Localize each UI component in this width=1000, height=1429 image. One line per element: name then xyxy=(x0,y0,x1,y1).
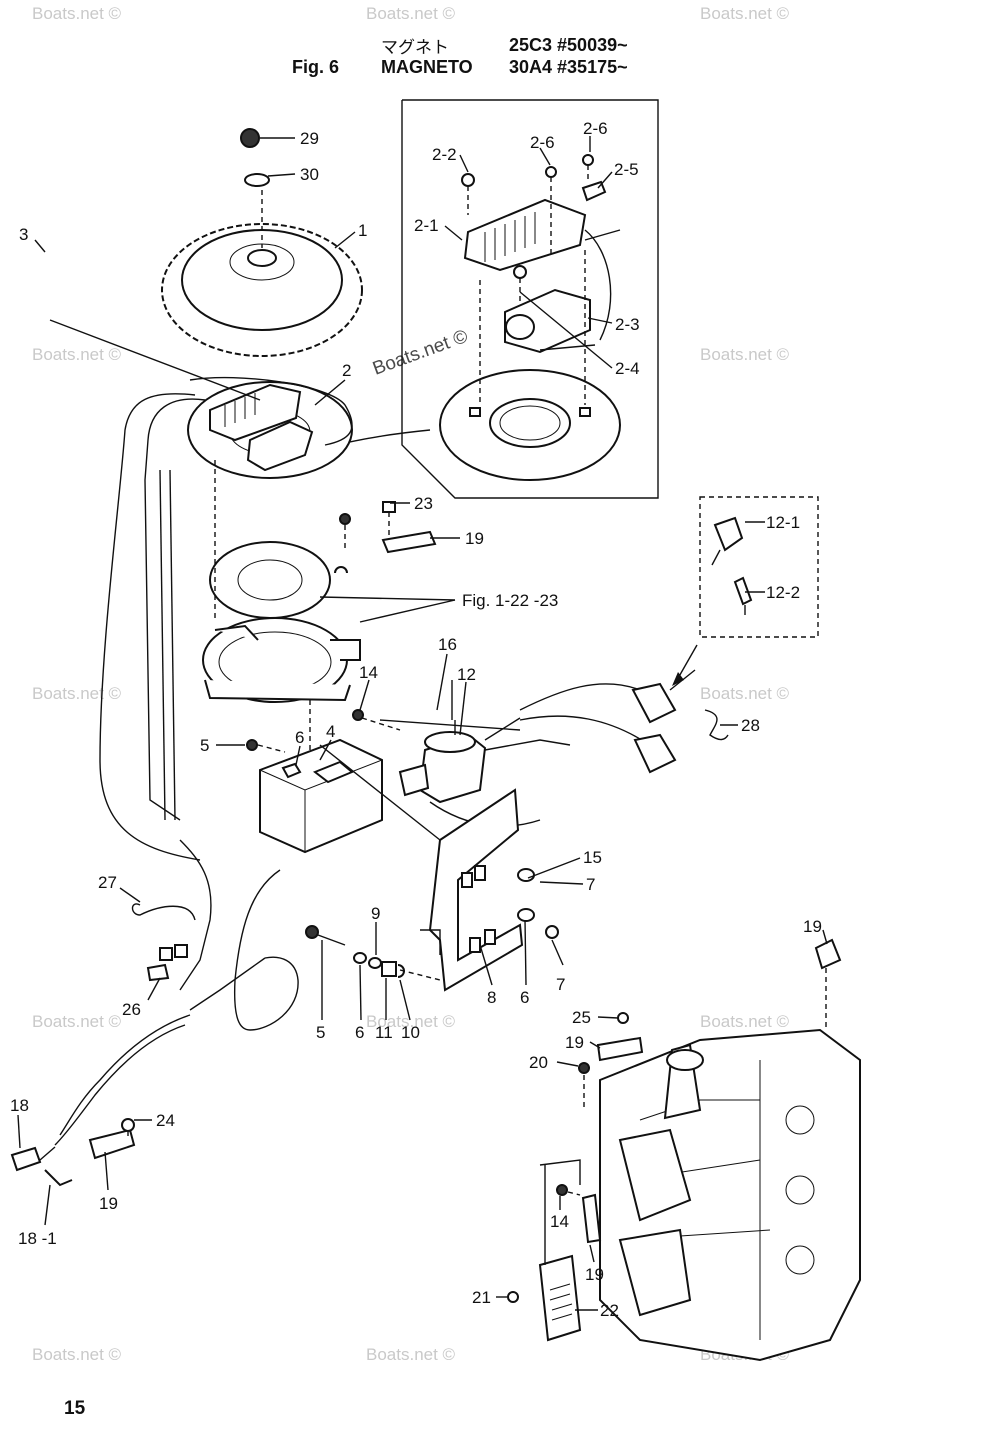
watermark: Boats.net © xyxy=(32,1345,122,1364)
figure-reference: Fig. 1-22 -23 xyxy=(462,591,558,610)
watermark: Boats.net © xyxy=(700,4,790,23)
callout-21: 21 xyxy=(472,1288,491,1307)
watermark: Boats.net © xyxy=(700,1012,790,1031)
watermark: Boats.net © xyxy=(32,345,122,364)
callout-2-5: 2-5 xyxy=(614,160,639,179)
watermark: Boats.net © xyxy=(32,684,122,703)
callout-7-lower: 7 xyxy=(556,975,565,994)
callout-14-upper: 14 xyxy=(359,663,378,682)
watermark: Boats.net © xyxy=(366,1012,456,1031)
watermark: Boats.net © xyxy=(366,4,456,23)
figure-title: MAGNETO xyxy=(381,57,473,77)
callout-20: 20 xyxy=(529,1053,548,1072)
callout-28: 28 xyxy=(741,716,760,735)
page-number: 15 xyxy=(64,1398,86,1419)
callout-2-3: 2-3 xyxy=(615,315,640,334)
callout-11: 11 xyxy=(375,1023,393,1042)
wire-harness xyxy=(10,839,299,1187)
callout-19-middle: 19 xyxy=(565,1033,584,1052)
ignition-coil xyxy=(352,669,696,827)
powerhead-block xyxy=(507,938,861,1362)
callout-16: 16 xyxy=(438,635,457,654)
figure-label: Fig. 6 xyxy=(292,57,340,77)
callout-9: 9 xyxy=(371,904,380,923)
callout-7-upper: 7 xyxy=(586,875,595,894)
callout-12: 12 xyxy=(457,665,476,684)
bolt-set xyxy=(305,925,441,981)
callout-15: 15 xyxy=(583,848,602,867)
serial-range-30a4: 30A4 #35175~ xyxy=(509,57,628,77)
watermark: Boats.net © xyxy=(32,4,122,23)
callout-2-4: 2-4 xyxy=(615,359,640,378)
callout-19-upper: 19 xyxy=(465,529,484,548)
watermark: Boats.net © xyxy=(700,684,790,703)
callout-29: 29 xyxy=(300,129,319,148)
leader-lines xyxy=(17,136,828,1311)
callout-22: 22 xyxy=(600,1301,619,1320)
callout-27: 27 xyxy=(98,873,117,892)
callout-labels: 29 30 3 1 2 2-2 2-6 2-6 2-5 2-1 2-3 2-4 … xyxy=(10,119,822,1320)
callout-6-upper: 6 xyxy=(295,728,304,747)
callout-2-6-upper: 2-6 xyxy=(583,119,608,138)
watermark: Boats.net © xyxy=(700,345,790,364)
flywheel xyxy=(161,128,363,357)
pulser-plate-lower xyxy=(202,460,361,760)
callout-30: 30 xyxy=(300,165,319,184)
callout-12-1: 12-1 xyxy=(766,513,800,532)
callout-18-1: 18 -1 xyxy=(18,1229,57,1248)
callout-10: 10 xyxy=(401,1023,420,1042)
callout-14-lower: 14 xyxy=(550,1212,569,1231)
callout-5-upper: 5 xyxy=(200,736,209,755)
callout-5-lower: 5 xyxy=(316,1023,325,1042)
serial-range-25c3: 25C3 #50039~ xyxy=(509,35,628,55)
callout-4: 4 xyxy=(326,722,335,741)
coil-bracket xyxy=(420,788,559,992)
callout-2: 2 xyxy=(342,361,351,380)
callout-19-right: 19 xyxy=(803,917,822,936)
cdi-unit xyxy=(246,738,383,854)
callout-6-right: 6 xyxy=(520,988,529,1007)
watermark: Boats.net © xyxy=(366,1345,456,1364)
callout-1: 1 xyxy=(358,221,367,240)
stator-detail-inset xyxy=(334,99,659,499)
callout-25: 25 xyxy=(572,1008,591,1027)
callout-3: 3 xyxy=(19,225,28,244)
callout-18: 18 xyxy=(10,1096,29,1115)
plug-cap-detail-box xyxy=(672,496,819,741)
callout-23: 23 xyxy=(414,494,433,513)
callout-2-6: 2-6 xyxy=(530,133,555,152)
callout-24: 24 xyxy=(156,1111,175,1130)
title-japanese: マグネト xyxy=(381,38,449,58)
pulser-plate-upper xyxy=(209,501,437,619)
stator-assembly xyxy=(99,376,353,861)
callout-19-left: 19 xyxy=(99,1194,118,1213)
watermark: Boats.net © xyxy=(32,1012,122,1031)
callout-6-lower: 6 xyxy=(355,1023,364,1042)
callout-2-1: 2-1 xyxy=(414,216,439,235)
callout-19-lower: 19 xyxy=(585,1265,604,1284)
callout-8: 8 xyxy=(487,988,496,1007)
callout-12-2: 12-2 xyxy=(766,583,800,602)
callout-26: 26 xyxy=(122,1000,141,1019)
callout-2-2: 2-2 xyxy=(432,145,457,164)
